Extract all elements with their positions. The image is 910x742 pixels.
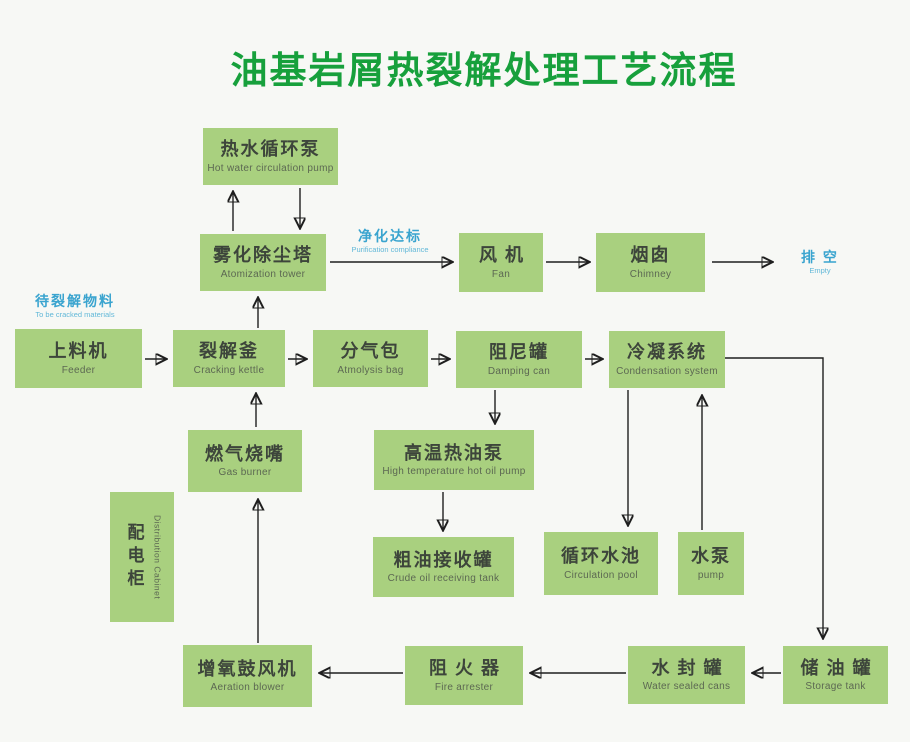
node-aeration-blower-en: Aeration blower: [210, 682, 285, 694]
node-fan-zh: 风机: [479, 245, 531, 266]
node-condensation-system: 冷凝系统 Condensation system: [609, 331, 725, 388]
label-empty-out-en: Empty: [809, 266, 831, 276]
node-atomization-tower-en: Atomization tower: [220, 268, 306, 280]
node-atomization-tower-zh: 雾化除尘塔: [213, 245, 313, 266]
node-gas-burner-zh: 燃气烧嘴: [205, 443, 285, 464]
node-distribution-cabinet: 配电柜 Distribution Cabinet: [110, 492, 174, 622]
node-gas-burner: 燃气烧嘴 Gas burner: [188, 430, 302, 492]
node-distribution-cabinet-zh: 配电柜: [124, 522, 144, 592]
node-cracking-kettle: 裂解釜 Cracking kettle: [173, 330, 285, 387]
node-water-pump-en: pump: [697, 569, 725, 581]
node-hot-oil-pump-en: High temperature hot oil pump: [382, 466, 526, 478]
node-feeder: 上料机 Feeder: [15, 329, 142, 388]
node-atmolysis-bag: 分气包 Atmolysis bag: [313, 330, 428, 387]
node-fire-arrester-en: Fire arrester: [434, 681, 494, 693]
node-fire-arrester: 阻火器 Fire arrester: [405, 646, 523, 705]
node-storage-tank: 储油罐 Storage tank: [783, 646, 888, 704]
node-hot-oil-pump: 高温热油泵 High temperature hot oil pump: [374, 430, 534, 490]
arrow-condensation-to-storage-tank: [725, 357, 823, 638]
node-damping-can-en: Damping can: [487, 365, 551, 377]
node-water-pump: 水泵 pump: [678, 532, 744, 595]
node-hot-water-pump-en: Hot water circulation pump: [207, 162, 334, 174]
label-purification-zh: 净化达标: [358, 228, 422, 244]
node-atmolysis-bag-en: Atmolysis bag: [337, 364, 404, 376]
node-atmolysis-bag-zh: 分气包: [340, 341, 401, 362]
node-cracking-kettle-zh: 裂解釜: [199, 341, 259, 362]
node-gas-burner-en: Gas burner: [218, 467, 272, 479]
node-damping-can-zh: 阻尼罐: [489, 342, 549, 363]
node-chimney: 烟囱 Chimney: [596, 233, 705, 292]
node-crude-oil-tank-zh: 粗油接收罐: [393, 549, 494, 570]
node-distribution-cabinet-en: Distribution Cabinet: [152, 514, 163, 600]
node-fire-arrester-zh: 阻火器: [429, 658, 507, 679]
node-atomization-tower: 雾化除尘塔 Atomization tower: [200, 234, 326, 291]
node-cracking-kettle-en: Cracking kettle: [193, 364, 265, 376]
node-feeder-en: Feeder: [61, 364, 96, 376]
node-fan-en: Fan: [491, 268, 511, 280]
node-water-pump-zh: 水泵: [691, 546, 731, 567]
label-purification-compliance: 净化达标 Purification compliance: [342, 228, 438, 255]
node-crude-oil-tank-en: Crude oil receiving tank: [387, 573, 500, 585]
node-chimney-zh: 烟囱: [630, 245, 671, 266]
node-hot-water-pump-zh: 热水循环泵: [220, 139, 321, 160]
label-to-be-cracked-en: To be cracked materials: [35, 310, 115, 320]
node-storage-tank-en: Storage tank: [805, 681, 866, 693]
node-hot-water-pump: 热水循环泵 Hot water circulation pump: [203, 128, 338, 185]
label-purification-en: Purification compliance: [351, 245, 429, 255]
node-chimney-en: Chimney: [629, 268, 672, 280]
node-condensation-system-en: Condensation system: [616, 365, 718, 377]
node-water-sealed-can-en: Water sealed cans: [642, 681, 731, 693]
node-feeder-zh: 上料机: [48, 341, 109, 362]
node-circulation-pool-zh: 循环水池: [561, 546, 641, 567]
node-circulation-pool-en: Circulation pool: [564, 569, 638, 581]
label-empty-out: 排 空 Empty: [796, 249, 844, 276]
node-circulation-pool: 循环水池 Circulation pool: [544, 532, 658, 595]
node-water-sealed-can-zh: 水封罐: [651, 657, 730, 678]
label-to-be-cracked-zh: 待裂解物料: [35, 293, 115, 309]
node-aeration-blower-zh: 增氧鼓风机: [197, 658, 298, 679]
label-empty-out-zh: 排 空: [801, 249, 839, 265]
node-crude-oil-tank: 粗油接收罐 Crude oil receiving tank: [373, 537, 514, 597]
node-storage-tank-zh: 储油罐: [800, 657, 879, 678]
page-title: 油基岩屑热裂解处理工艺流程: [230, 50, 738, 91]
node-condensation-system-zh: 冷凝系统: [627, 342, 707, 363]
node-water-sealed-can: 水封罐 Water sealed cans: [628, 646, 745, 704]
node-hot-oil-pump-zh: 高温热油泵: [404, 442, 504, 463]
label-to-be-cracked-materials: 待裂解物料 To be cracked materials: [26, 293, 124, 320]
node-fan: 风机 Fan: [459, 233, 543, 292]
node-damping-can: 阻尼罐 Damping can: [456, 331, 582, 388]
node-aeration-blower: 增氧鼓风机 Aeration blower: [183, 645, 312, 707]
